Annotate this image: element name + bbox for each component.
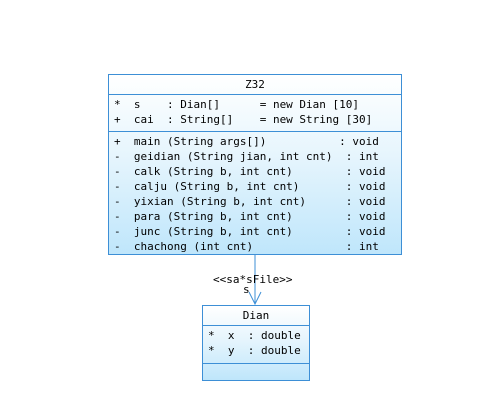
attribute-row: * s : Dian[] = new Dian [10]: [114, 98, 360, 111]
class-name-dian: Dian: [203, 306, 309, 326]
operation-row: - junc (String b, int cnt) : void: [114, 225, 386, 238]
association-stereotype-label: <<sa*sFile>>: [213, 273, 293, 286]
attribute-row: + cai : String[] = new String [30]: [114, 113, 373, 126]
operation-row: - yixian (String b, int cnt) : void: [114, 195, 386, 208]
operations-compartment-z32: + main (String args[]) : void - geidian …: [109, 132, 401, 256]
attributes-compartment-dian: * x : double * y : double: [203, 326, 309, 364]
operation-row: - chachong (int cnt) : int: [114, 240, 379, 253]
operation-row: - calju (String b, int cnt) : void: [114, 180, 386, 193]
class-z32[interactable]: Z32 * s : Dian[] = new Dian [10] + cai :…: [108, 74, 402, 255]
attribute-row: * y : double: [208, 344, 301, 357]
operations-compartment-dian: [203, 364, 309, 368]
operation-row: - geidian (String jian, int cnt) : int: [114, 150, 379, 163]
operation-row: + main (String args[]) : void: [114, 135, 379, 148]
class-name-z32: Z32: [109, 75, 401, 95]
operation-row: - calk (String b, int cnt) : void: [114, 165, 386, 178]
arrowhead-icon: [248, 291, 262, 306]
attribute-row: * x : double: [208, 329, 301, 342]
operation-row: - para (String b, int cnt) : void: [114, 210, 386, 223]
class-dian[interactable]: Dian * x : double * y : double: [202, 305, 310, 381]
attributes-compartment-z32: * s : Dian[] = new Dian [10] + cai : Str…: [109, 95, 401, 132]
association-role-label: s: [243, 283, 250, 296]
